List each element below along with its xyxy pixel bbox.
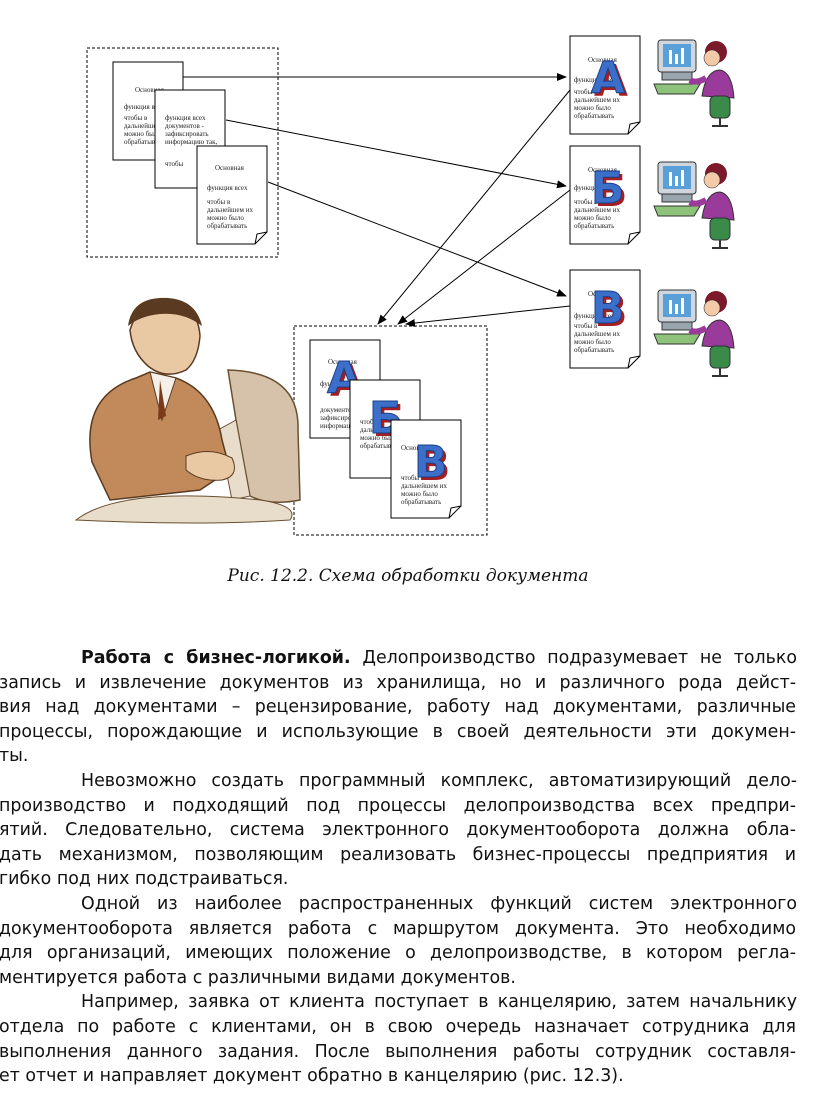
svg-text:В: В [594,286,628,337]
svg-text:обрабатывать: обрабатывать [574,112,614,120]
svg-text:документов -: документов - [320,406,360,414]
letter-c: В [591,283,625,334]
svg-text:дальнейшем их: дальнейшем их [360,426,406,434]
svg-text:функция всех: функция всех [165,114,206,122]
article-body: Работа с бизнес-логикой. Делопроизводств… [0,646,797,1089]
svg-text:дальнейшем их: дальнейшем их [401,482,447,490]
svg-text:дальнейшем их: дальнейшем их [574,330,620,338]
svg-text:В: В [417,440,451,491]
svg-text:можно было: можно было [401,490,438,498]
svg-text:можно было: можно было [360,434,397,442]
employee-document-c: Основная функция всех чтобы в дальнейшем… [569,269,641,369]
employee-document-b: Основная функция всех чтобы в дальнейшем… [569,145,641,245]
svg-text:Основная: Основная [401,444,431,452]
svg-text:функция всех: функция всех [124,103,165,111]
flow-arrows [183,73,571,327]
svg-text:Основная: Основная [588,290,618,298]
paragraph-2: Невозможно создать программный комплекс,… [0,770,797,890]
svg-text:функция всех: функция всех [207,184,248,192]
document-flow-diagram: Основная функция всех чтобы в дальнейшем… [74,35,816,536]
svg-text:обрабатывать: обрабатывать [360,442,400,450]
result-document-b: чтобы в дальнейшем их можно было обрабат… [349,379,421,479]
letter-a: А [591,53,625,104]
svg-text:дальнейшем их: дальнейшем их [124,122,170,130]
svg-text:чтобы: чтобы [165,160,184,168]
svg-text:чтобы в: чтобы в [574,198,598,206]
source-documents-group [86,47,279,258]
svg-text:Основная: Основная [588,56,618,64]
svg-text:чтобы в: чтобы в [574,322,598,330]
svg-text:Основная: Основная [328,358,358,366]
employee-document-a: Основная функция всех чтобы в дальнейшем… [569,35,641,135]
svg-text:дальнейшем их: дальнейшем их [574,206,620,214]
result-documents-group [293,325,488,536]
source-document-1: Основная функция всех чтобы в дальнейшем… [112,61,184,161]
svg-text:обрабатывать: обрабатывать [124,138,164,146]
paragraph-3: Одной из наиболее распространенных функц… [0,893,797,988]
svg-text:дальнейшем их: дальнейшем их [574,96,620,104]
svg-text:дальнейшем их: дальнейшем их [207,206,253,214]
svg-text:Основная: Основная [588,166,618,174]
paragraph-lead: Работа с бизнес-логикой. [81,648,351,668]
svg-text:Б: Б [594,166,628,217]
svg-text:зафиксировать: зафиксировать [320,414,364,422]
svg-text:чтобы в: чтобы в [401,474,425,482]
svg-text:можно было: можно было [574,338,611,346]
letter-b: Б [591,163,625,214]
paragraph-1: Работа с бизнес-логикой. Делопроизводств… [0,648,797,767]
manager-at-desk-illustration [74,297,301,524]
svg-text:функция всех: функция всех [574,184,615,192]
svg-text:чтобы в: чтобы в [360,418,384,426]
svg-text:можно было: можно было [574,104,611,112]
svg-text:информацию так,: информацию так, [320,422,373,430]
svg-text:информацию так,: информацию так, [165,138,218,146]
svg-text:чтобы в: чтобы в [574,88,598,96]
svg-text:можно было: можно было [207,214,244,222]
svg-text:функция всех: функция всех [574,76,615,84]
employee-at-computer-1 [653,39,735,127]
svg-text:обрабатывать: обрабатывать [207,222,247,230]
svg-text:обрабатывать: обрабатывать [574,222,614,230]
svg-text:Основная: Основная [215,164,245,172]
employee-at-computer-2 [654,162,734,248]
svg-text:документов -: документов - [165,122,205,130]
svg-text:В: В [414,437,448,488]
svg-text:чтобы в: чтобы в [207,198,231,206]
result-document-c: Основная чтобы в дальнейшем их можно был… [390,419,462,519]
svg-text:чтобы в: чтобы в [124,114,148,122]
svg-text:функция всех: функция всех [574,312,615,320]
svg-text:зафиксировать: зафиксировать [165,130,209,138]
svg-text:функция всех: функция всех [320,380,361,388]
paragraph-4: Например, заявка от клиента поступает в … [0,992,797,1087]
employee-at-computer-3 [654,290,734,376]
svg-text:обрабатывать: обрабатывать [401,498,441,506]
figure-caption: Рис. 12.2. Схема обработки документа [227,566,589,586]
svg-text:А: А [594,56,628,107]
svg-text:обрабатывать: обрабатывать [574,346,614,354]
source-document-2: функция всех документов - зафиксировать … [154,89,226,189]
svg-text:можно было: можно было [124,130,161,138]
svg-text:можно было: можно было [574,214,611,222]
source-document-3: Основная функция всех чтобы в дальнейшем… [196,145,268,245]
svg-text:Основная: Основная [135,86,165,94]
